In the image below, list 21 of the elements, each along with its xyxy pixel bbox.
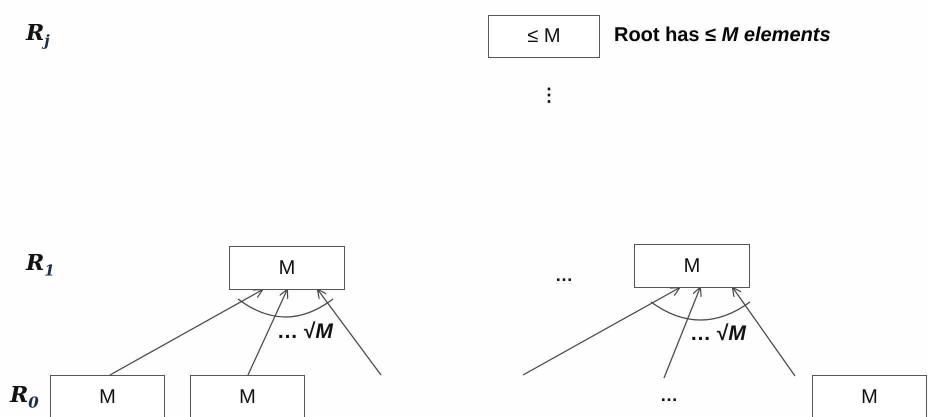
arrow [732,286,796,376]
element-box: M [50,375,165,417]
arrow [663,286,702,378]
vertical-ellipsis: ⋮ [540,84,558,106]
element-box: M [634,244,750,288]
ellipsis: … [660,385,678,406]
sqrt-label: … √M [690,322,746,346]
row-label: R$_{j}$ [26,20,50,50]
element-box: M [812,375,927,417]
arrow [316,288,382,376]
row-label: R$_{1}$ [26,250,55,280]
arrow [522,286,680,376]
element-box: M [190,375,305,417]
arrow [247,288,288,376]
sqrt-label: … √M [277,320,333,344]
element-box: ≤ M [488,15,600,58]
arrow [110,288,264,376]
note-text: Root has ≤ M elements [614,24,831,47]
ellipsis: … [555,265,573,286]
element-box: M [229,246,345,290]
row-label: R$_{0}$ [10,382,39,412]
